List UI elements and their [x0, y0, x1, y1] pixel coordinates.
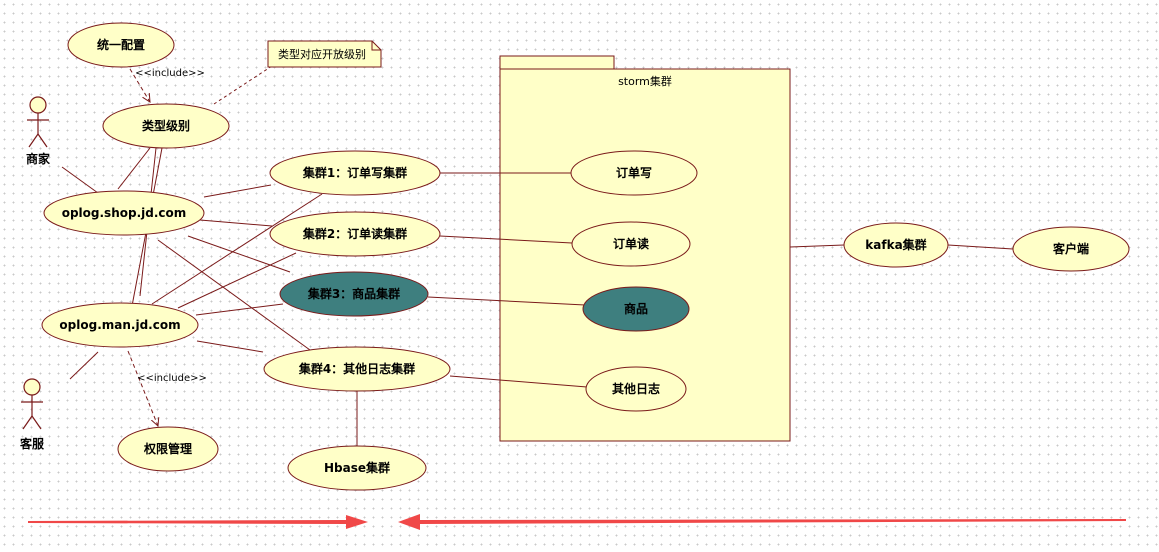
- usecase-oplog-shop-label: oplog.shop.jd.com: [62, 206, 187, 220]
- left-pointing-red-arrow: [398, 514, 1126, 530]
- actor-customer-service-label: 客服: [19, 436, 45, 451]
- usecase-type-level[interactable]: 类型级别: [102, 103, 230, 149]
- note-text: 类型对应开放级别: [278, 47, 366, 61]
- usecase-cluster3-label: 集群3：商品集群: [307, 286, 400, 301]
- usecase-cluster1[interactable]: 集群1：订单写集群: [269, 150, 441, 196]
- usecase-order-read-label: 订单读: [613, 236, 649, 251]
- actor-customer-service-icon: [23, 378, 41, 396]
- usecase-unified-config-label: 统一配置: [97, 37, 145, 52]
- usecase-cluster2[interactable]: 集群2：订单读集群: [269, 211, 441, 257]
- usecase-cluster2-label: 集群2：订单读集群: [302, 226, 407, 241]
- usecase-oplog-man[interactable]: oplog.man.jd.com: [41, 302, 199, 348]
- actor-merchant[interactable]: [27, 96, 49, 148]
- usecase-other-logs-label: 其他日志: [612, 381, 660, 396]
- actor-customer-service[interactable]: [21, 378, 43, 430]
- usecase-cluster1-label: 集群1：订单写集群: [302, 165, 407, 180]
- actor-merchant-icon: [29, 96, 47, 114]
- usecase-product-label: 商品: [624, 301, 648, 316]
- usecase-client-label: 客户端: [1052, 241, 1089, 256]
- usecase-type-level-label: 类型级别: [142, 118, 190, 133]
- right-pointing-red-arrow: [28, 515, 368, 529]
- usecase-kafka-label: kafka集群: [865, 237, 926, 252]
- bottom-arrows: [28, 514, 1126, 530]
- usecase-hbase-label: Hbase集群: [324, 460, 390, 475]
- usecase-order-write[interactable]: 订单写: [570, 150, 698, 196]
- usecase-hbase[interactable]: Hbase集群: [287, 445, 427, 491]
- include-label-bottom: <<include>>: [137, 373, 207, 384]
- usecase-cluster4[interactable]: 集群4：其他日志集群: [263, 346, 451, 392]
- usecase-client[interactable]: 客户端: [1012, 226, 1130, 272]
- actor-merchant-label: 商家: [26, 151, 51, 166]
- usecase-oplog-man-label: oplog.man.jd.com: [59, 318, 180, 332]
- usecase-cluster4-label: 集群4：其他日志集群: [298, 361, 415, 376]
- package-title: storm集群: [618, 74, 672, 88]
- usecase-cluster3[interactable]: 集群3：商品集群: [279, 271, 429, 317]
- include-label-top: <<include>>: [135, 68, 205, 79]
- usecase-oplog-shop[interactable]: oplog.shop.jd.com: [43, 190, 205, 236]
- usecase-permission[interactable]: 权限管理: [117, 426, 219, 472]
- usecase-product[interactable]: 商品: [582, 286, 690, 332]
- usecase-permission-label: 权限管理: [143, 441, 192, 456]
- usecase-unified-config[interactable]: 统一配置: [67, 22, 175, 68]
- usecase-other-logs[interactable]: 其他日志: [585, 366, 687, 412]
- usecase-order-read[interactable]: 订单读: [571, 221, 691, 267]
- usecase-order-write-label: 订单写: [616, 165, 652, 180]
- usecase-kafka[interactable]: kafka集群: [843, 222, 949, 268]
- note[interactable]: 类型对应开放级别: [267, 40, 382, 68]
